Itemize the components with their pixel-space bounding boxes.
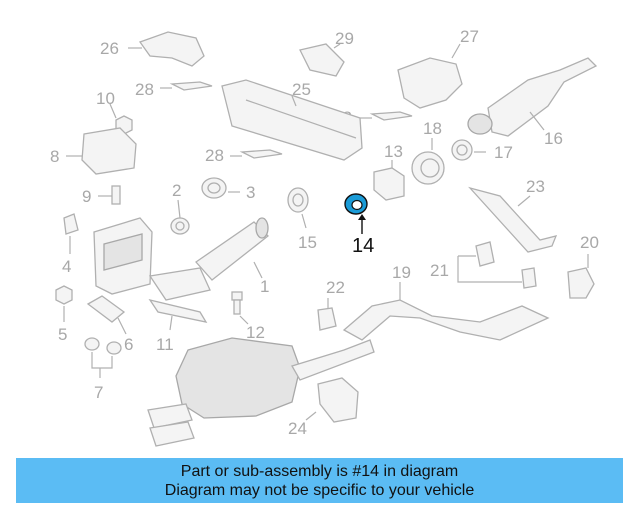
part-muffler[interactable] xyxy=(147,337,375,447)
part-24[interactable] xyxy=(305,377,359,423)
part-6[interactable] xyxy=(86,295,127,335)
callout-5: 5 xyxy=(58,325,67,344)
callout-23: 23 xyxy=(526,177,545,196)
callout-4: 4 xyxy=(62,257,71,276)
callout-11: 11 xyxy=(156,335,174,354)
callout-15: 15 xyxy=(298,233,317,252)
part-19[interactable] xyxy=(342,282,550,341)
callout-20: 20 xyxy=(580,233,599,252)
callout-16: 16 xyxy=(544,129,563,148)
callout-13: 13 xyxy=(384,142,403,161)
callout-7: 7 xyxy=(94,383,103,402)
callout-29: 29 xyxy=(335,29,354,48)
info-banner: Part or sub-assembly is #14 in diagram D… xyxy=(16,458,623,503)
part-5[interactable] xyxy=(55,285,73,322)
part-16[interactable] xyxy=(467,57,598,137)
part-4[interactable] xyxy=(63,213,79,254)
callout-3: 3 xyxy=(246,183,255,202)
part-27[interactable] xyxy=(397,43,463,109)
callout-14: 14 xyxy=(352,235,374,257)
callout-28-top: 28 xyxy=(135,80,154,99)
part-13[interactable] xyxy=(373,160,405,201)
callout-6: 6 xyxy=(124,335,133,354)
callout-18: 18 xyxy=(423,119,442,138)
part-21[interactable] xyxy=(457,241,537,289)
callout-10: 10 xyxy=(96,89,115,108)
part-manifold[interactable] xyxy=(93,217,153,295)
callout-24: 24 xyxy=(288,419,307,438)
callout-25: 25 xyxy=(292,80,311,99)
part-18[interactable] xyxy=(411,138,445,185)
part-2[interactable] xyxy=(170,199,190,235)
callout-21: 21 xyxy=(430,261,449,280)
callout-27: 27 xyxy=(460,27,479,46)
part-14-highlighted[interactable] xyxy=(344,193,368,234)
part-28-top[interactable] xyxy=(160,81,213,91)
callout-2: 2 xyxy=(172,181,181,200)
callout-12: 12 xyxy=(246,323,265,342)
callout-19: 19 xyxy=(392,263,411,282)
banner-line-1: Part or sub-assembly is #14 in diagram xyxy=(180,462,459,480)
part-11[interactable] xyxy=(148,298,208,331)
part-9[interactable] xyxy=(98,185,121,205)
part-8[interactable] xyxy=(66,127,137,175)
part-7[interactable] xyxy=(84,337,122,378)
part-17[interactable] xyxy=(451,139,486,161)
part-28-mid[interactable] xyxy=(360,111,413,121)
callout-26: 26 xyxy=(100,39,119,58)
part-1[interactable] xyxy=(148,217,269,301)
part-20[interactable] xyxy=(567,254,595,299)
part-15[interactable] xyxy=(287,187,309,229)
part-12[interactable] xyxy=(231,291,249,325)
callout-22: 22 xyxy=(326,278,345,297)
callout-8: 8 xyxy=(50,147,59,166)
part-23[interactable] xyxy=(468,186,558,253)
part-22[interactable] xyxy=(317,298,337,331)
callout-9: 9 xyxy=(82,187,91,206)
banner-line-2: Diagram may not be specific to your vehi… xyxy=(164,481,475,499)
part-28-low[interactable] xyxy=(230,149,283,159)
callout-28-low: 28 xyxy=(205,146,224,165)
part-26[interactable] xyxy=(128,31,205,67)
part-3[interactable] xyxy=(201,177,240,199)
callout-1: 1 xyxy=(260,277,269,296)
callout-17: 17 xyxy=(494,143,513,162)
part-29[interactable] xyxy=(299,43,345,77)
part-25[interactable] xyxy=(221,79,363,161)
